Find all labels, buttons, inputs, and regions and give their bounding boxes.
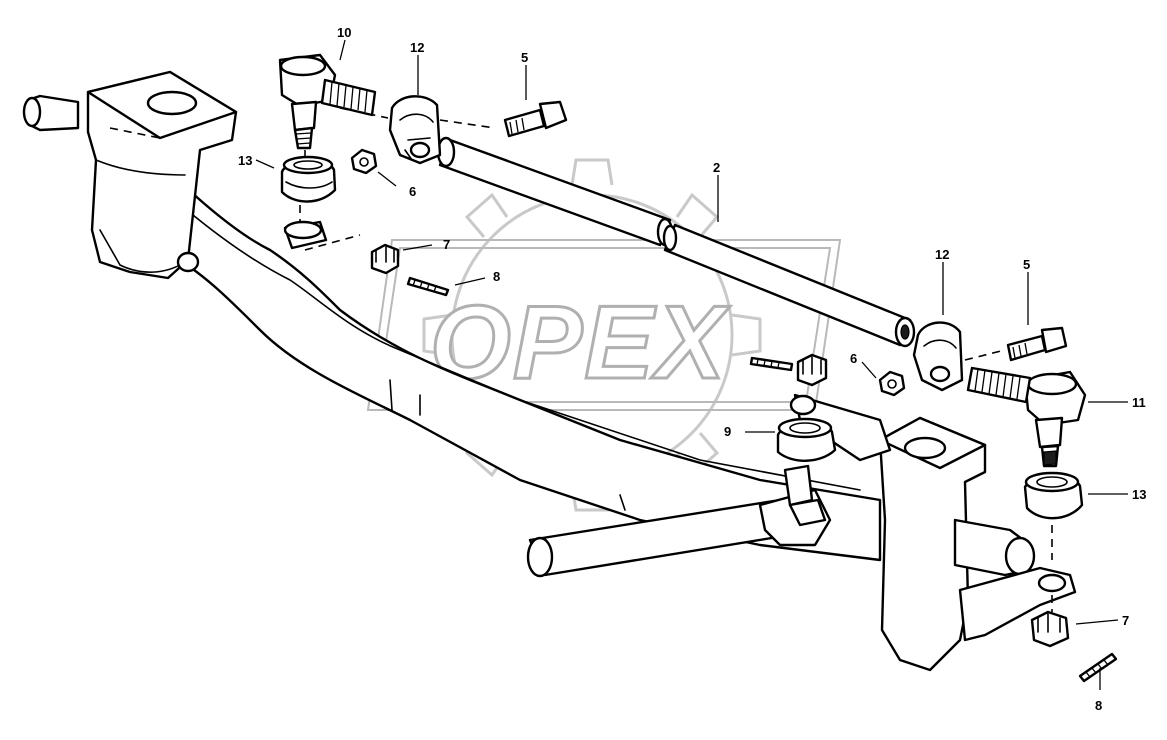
nut-right	[878, 370, 906, 397]
castle-nut-right	[1030, 610, 1070, 648]
castle-nut-left	[370, 243, 400, 275]
dust-boot-center	[776, 417, 837, 462]
left-steering-knuckle	[22, 70, 238, 280]
dust-boot-left	[280, 155, 337, 203]
clamp-left	[388, 95, 442, 165]
callout-6-left: 6	[409, 184, 416, 199]
drag-link	[526, 464, 832, 578]
assembly-lines	[109, 107, 1053, 612]
dust-boot-right	[1023, 471, 1084, 520]
callout-8-left: 8	[493, 269, 500, 284]
steering-arm	[789, 393, 892, 462]
cotter-pin-right	[1078, 652, 1118, 683]
callout-12-left: 12	[410, 40, 424, 55]
tie-rod-end-right	[966, 366, 1087, 468]
callout-11: 11	[1132, 395, 1146, 410]
castle-nut-center	[796, 353, 828, 387]
callout-7-right: 7	[1122, 613, 1129, 628]
tie-rod-tube	[436, 136, 916, 348]
cotter-pin-center	[749, 356, 794, 372]
callout-2: 2	[713, 160, 720, 175]
callout-6-right: 6	[850, 351, 857, 366]
nut-left	[350, 148, 378, 175]
callout-5-left: 5	[521, 50, 528, 65]
bolt-left	[503, 100, 568, 138]
callout-8-right: 8	[1095, 698, 1102, 713]
callout-7-left: 7	[443, 237, 450, 252]
callout-labels: 10 12 5 2 13 6 7 8 12 5 6 11 9 13 7 8	[238, 25, 1146, 713]
callout-5-right: 5	[1023, 257, 1030, 272]
right-steering-knuckle	[878, 416, 1077, 672]
tie-rod-end-left	[278, 53, 377, 150]
ring-left	[283, 220, 328, 250]
callout-leaders	[255, 39, 1128, 690]
clamp-right	[912, 321, 964, 392]
callout-12-right: 12	[935, 247, 949, 262]
cotter-pin-left	[406, 276, 450, 297]
callout-13-right: 13	[1132, 487, 1146, 502]
callout-9: 9	[724, 424, 731, 439]
bolt-right	[1006, 326, 1068, 362]
callout-10: 10	[337, 25, 351, 40]
callout-13-left: 13	[238, 153, 252, 168]
